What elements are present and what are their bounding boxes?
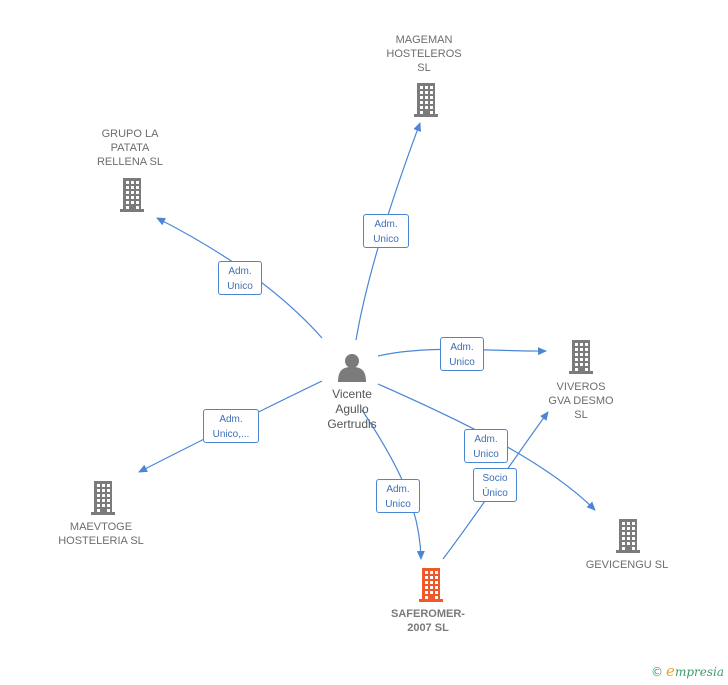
company-name-maevtoge[interactable]: MAEVTOGE HOSTELERIA SL: [58, 521, 144, 547]
company-name-saferomer[interactable]: SAFEROMER- 2007 SL: [391, 608, 465, 634]
company-name-gevicengu[interactable]: GEVICENGU SL: [585, 559, 669, 571]
edge-label-viveros-from-saferomer[interactable]: Socio Único: [473, 468, 517, 502]
building-icon-maevtoge[interactable]: [91, 481, 115, 515]
footer-brand: ©empresia: [651, 662, 724, 680]
building-icon-saferomer[interactable]: [419, 568, 443, 602]
building-icon-gevicengu[interactable]: [616, 519, 640, 553]
company-name-grupo[interactable]: GRUPO LA PATATA RELLENA SL: [96, 128, 164, 168]
edge-label-saferomer[interactable]: Adm. Unico: [376, 479, 420, 513]
copyright-symbol: ©: [651, 665, 664, 679]
company-name-viveros[interactable]: VIVEROS GVA DESMO SL: [548, 381, 614, 421]
brand-logo: empresia: [666, 662, 724, 680]
brand-initial: e: [666, 662, 675, 680]
person-icon[interactable]: [338, 354, 366, 382]
edge-label-grupo[interactable]: Adm. Unico: [218, 261, 262, 295]
edge-label-gevicengu[interactable]: Adm. Unico: [464, 429, 508, 463]
edge-label-viveros[interactable]: Adm. Unico: [440, 337, 484, 371]
brand-name: mpresia: [674, 665, 724, 679]
edge-label-mageman[interactable]: Adm. Unico: [363, 214, 409, 248]
edge-label-maevtoge[interactable]: Adm. Unico,...: [203, 409, 259, 443]
building-icon-viveros[interactable]: [569, 340, 593, 374]
company-name-mageman[interactable]: MAGEMAN HOSTELEROS SL: [386, 34, 462, 74]
building-icon-grupo[interactable]: [120, 178, 144, 212]
person-name[interactable]: Vicente Agullo Gertrudis: [327, 387, 377, 431]
building-icon-mageman[interactable]: [414, 83, 438, 117]
